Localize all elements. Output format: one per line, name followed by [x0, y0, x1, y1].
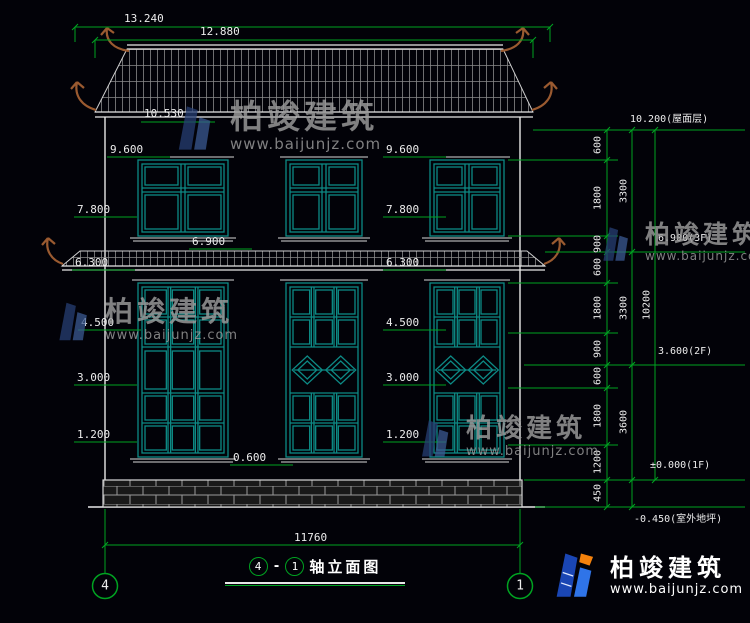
baijun-logo-icon: [59, 302, 87, 341]
watermark: 柏竣建筑 www.baijunjz.com: [168, 100, 381, 156]
label-seg-900-b: 900: [592, 339, 604, 359]
label-lvl-ground: -0.450(室外地坪): [634, 514, 723, 525]
label-span-3300-a: 3300: [618, 178, 630, 204]
watermark-name: 柏竣建筑: [645, 220, 750, 249]
watermark-url: www.baijunjz.com: [645, 249, 750, 263]
brand-footer: 柏竣建筑 www.baijunjz.com: [548, 550, 743, 602]
label-lvl-7800-r: 7.800: [386, 203, 420, 216]
label-lvl-3000-l: 3.000: [77, 371, 111, 384]
window-2f-3: [429, 159, 505, 237]
top-roof: [94, 44, 534, 118]
label-seg-450: 450: [592, 483, 604, 503]
baijun-logo-icon: [178, 106, 211, 150]
watermark-url: www.baijunjz.com: [105, 328, 239, 343]
label-lvl-7800-l: 7.800: [77, 203, 111, 216]
label-lvl-0600: 0.600: [233, 451, 267, 464]
window-2f-1: [137, 159, 229, 237]
label-seg-600-a: 600: [592, 135, 604, 155]
mid-eave: [60, 250, 547, 271]
windows-layer: [137, 159, 505, 458]
watermark-name: 柏竣建筑: [230, 97, 378, 136]
baijun-logo-icon: [603, 226, 628, 261]
label-seg-1800-b: 1800: [592, 295, 604, 321]
label-lvl-1200-l: 1.200: [77, 428, 111, 441]
window-2f-2: [285, 159, 363, 237]
label-lvl-4500-l: 4.500: [81, 316, 115, 329]
title-axis-start-bubble: 4: [248, 557, 268, 576]
title-separator: -: [272, 559, 281, 574]
label-lvl-10530: 10.530: [144, 107, 184, 120]
label-lvl-6300-r: 6.300: [386, 256, 420, 269]
baijun-logo-icon: [422, 420, 449, 457]
label-seg-600-c: 600: [592, 366, 604, 386]
watermark-url: www.baijunjz.com: [230, 135, 382, 153]
baijun-brand-logo-icon: [556, 553, 594, 597]
label-span-3600: 3600: [618, 409, 630, 435]
watermark-name: 柏竣建筑: [466, 414, 587, 444]
label-lvl-13240: 13.240: [124, 12, 164, 25]
label-lvl-6300-l: 6.300: [75, 256, 109, 269]
axis-bubbles: [91, 572, 534, 600]
window-1f-3: [429, 282, 505, 458]
label-lvl-3000-r: 3.000: [386, 371, 420, 384]
dimension-lines: [71, 23, 745, 573]
watermark: 柏竣建筑 www.baijunjz.com: [413, 416, 599, 462]
label-seg-1800-a: 1800: [592, 185, 604, 211]
label-lvl-9600-l: 9.600: [110, 143, 144, 156]
watermark-name: 柏竣建筑: [105, 295, 234, 328]
label-total-10200: 10200: [641, 289, 653, 321]
drawing-title: 4 - 1 轴立面图: [225, 556, 405, 584]
label-lvl-roof: 10.200(屋面层): [630, 114, 709, 125]
label-dim-11760: 11760: [294, 531, 328, 544]
foundation-bricks: [102, 479, 523, 508]
label-axis-1: 1: [516, 578, 524, 594]
label-lvl-1f: ±0.000(1F): [650, 460, 711, 471]
label-lvl-4500-r: 4.500: [386, 316, 420, 329]
label-span-3300-b: 3300: [618, 295, 630, 321]
title-text: 轴立面图: [309, 558, 382, 576]
window-1f-2: [285, 282, 363, 458]
label-lvl-1200-r: 1.200: [386, 428, 420, 441]
brand-name: 柏竣建筑: [610, 554, 726, 583]
label-axis-4: 4: [101, 578, 109, 594]
watermark: 柏竣建筑 www.baijunjz.com: [50, 298, 238, 346]
watermark-url: www.baijunjz.com: [466, 444, 600, 459]
label-lvl-12880: 12.880: [200, 25, 240, 38]
watermark: 柏竣建筑 www.baijunjz.com: [595, 222, 750, 265]
title-underline: [225, 585, 405, 586]
title-axis-end-bubble: 1: [285, 557, 305, 576]
eave-hook-decorations: [41, 27, 566, 266]
label-lvl-6900: 6.900: [192, 235, 226, 248]
label-lvl-2f: 3.600(2F): [658, 346, 713, 357]
brand-url: www.baijunjz.com: [610, 581, 744, 597]
label-lvl-9600-r: 9.600: [386, 143, 420, 156]
label-lvl-3f: 6.900(3F): [658, 233, 713, 244]
window-1f-1: [137, 282, 229, 458]
